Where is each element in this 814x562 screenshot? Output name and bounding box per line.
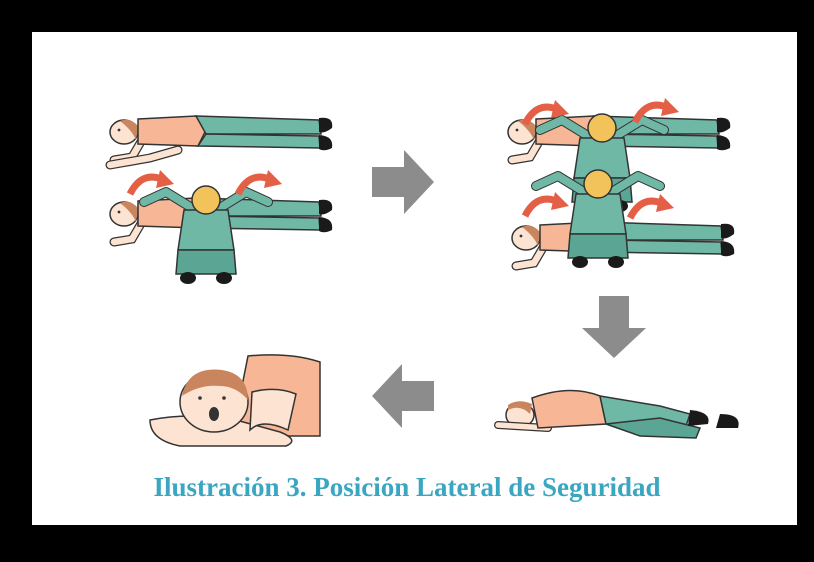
step3-recovery-position [498, 390, 739, 438]
figure-caption: Ilustración 3. Posición Lateral de Segur… [0, 472, 814, 503]
step-arrow-down-icon [582, 296, 646, 358]
step2-rescuer-bottom [512, 170, 734, 268]
step-arrow-left-icon [372, 364, 434, 428]
rotation-arrow-icon [525, 192, 569, 216]
step1-patient-supine [110, 116, 332, 165]
step3-head-closeup [150, 355, 320, 446]
step1-rescuer-kneeling [110, 170, 332, 284]
rotation-arrow-icon [630, 194, 674, 218]
step-arrow-right-icon [372, 150, 434, 214]
